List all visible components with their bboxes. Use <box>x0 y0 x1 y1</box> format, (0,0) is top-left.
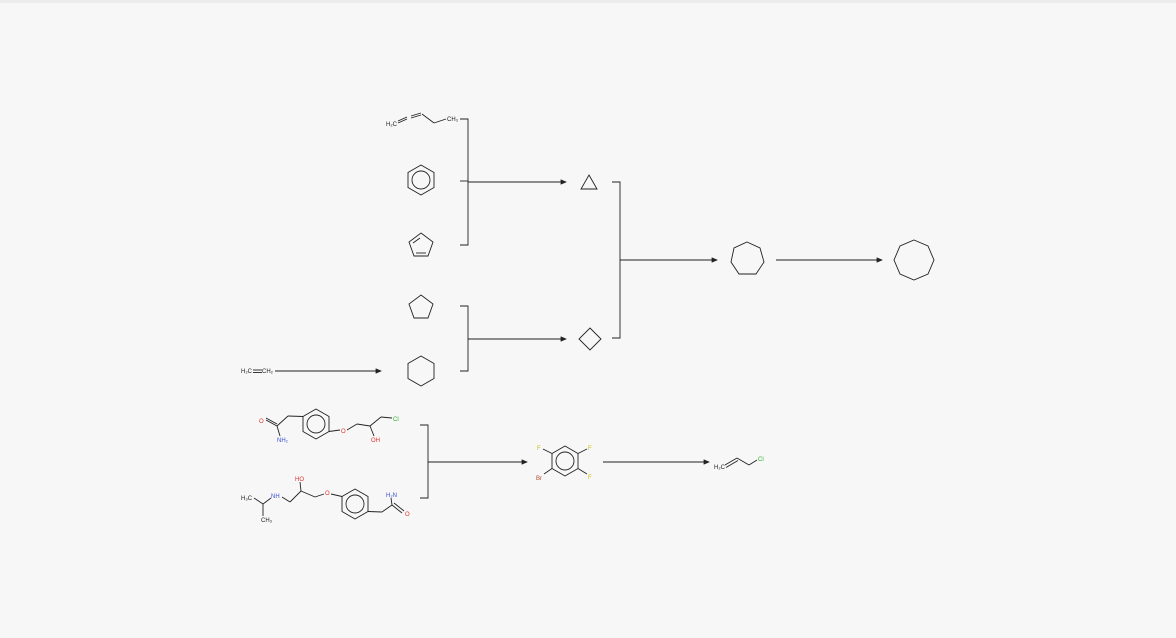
label-chlorine: Cl <box>758 457 764 463</box>
molecule-cycloheptane <box>730 241 765 275</box>
molecule-cyclooctane <box>893 239 935 281</box>
molecule-cyclobutane <box>578 327 602 351</box>
label-ch2: CH₂ <box>262 369 274 375</box>
label-ether-oxygen: O <box>341 429 346 435</box>
molecule-allyl-chloride <box>724 457 758 468</box>
molecule-cyclohexane <box>407 355 435 387</box>
label-oh: OH <box>371 438 380 444</box>
molecule-benzene <box>407 164 435 196</box>
label-bromine: Br <box>536 476 542 482</box>
molecule-ethene <box>253 369 262 373</box>
label-h2c: H₂C <box>714 465 726 471</box>
label-nh2: NH₂ <box>277 438 289 444</box>
bracket-group-3 <box>612 181 621 339</box>
label-h2c: H₂C <box>241 369 253 375</box>
label-fluorine: F <box>537 446 541 452</box>
label-chlorine: Cl <box>393 417 399 423</box>
molecule-cyclopentadiene <box>408 232 434 257</box>
label-fluorine: F <box>588 475 592 481</box>
molecule-atenolol <box>253 481 405 520</box>
label-fluorine: F <box>588 446 592 452</box>
label-h2n: H₂N <box>386 493 397 499</box>
label-ether-oxygen: O <box>325 491 330 497</box>
label-oxygen: O <box>405 512 410 518</box>
label-oxygen: O <box>259 419 264 425</box>
molecule-pentadiene <box>397 112 447 124</box>
label-h2c: H₂C <box>386 122 398 128</box>
label-nh: NH <box>271 494 280 500</box>
molecule-bromotrifluorobenzene <box>542 445 588 477</box>
bracket-group-2 <box>460 305 469 372</box>
label-h3c: H₃C <box>241 496 253 502</box>
label-ch3: CH₃ <box>447 117 459 123</box>
molecule-cyclopentane <box>408 294 434 319</box>
label-ch3: CH₃ <box>261 518 273 524</box>
top-edge <box>0 0 1176 3</box>
label-ho: HO <box>295 477 304 483</box>
molecule-cyclopropane <box>580 174 598 190</box>
molecule-amide-chlorohydrin <box>265 408 393 440</box>
bracket-group-4 <box>420 424 429 499</box>
bracket-group-1 <box>460 118 469 246</box>
